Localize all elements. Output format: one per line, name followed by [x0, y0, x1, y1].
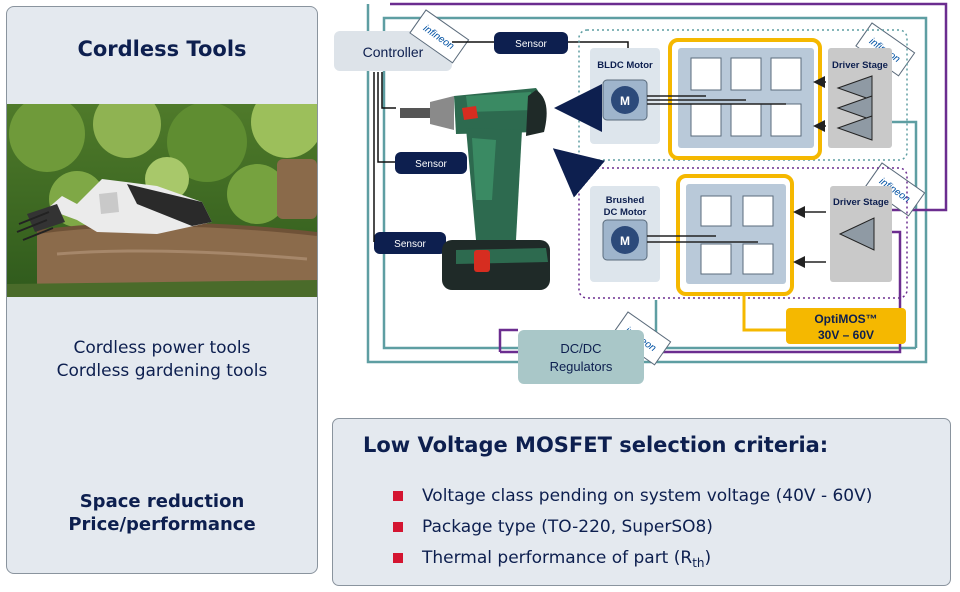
brushed-gate-arrows [793, 206, 826, 268]
criteria-bullet: Package type (TO-220, SuperSO8) [393, 512, 872, 543]
system-block-diagram: Controller infineon infineon infineon in… [334, 2, 948, 384]
sensor-bottom: Sensor [374, 232, 446, 254]
rth-subscript: th [692, 556, 705, 570]
svg-text:DC/DC: DC/DC [560, 341, 601, 356]
svg-text:M: M [620, 94, 630, 108]
cordless-tools-panel: Cordless Tools [6, 6, 318, 574]
bldc-driver-stage: Driver Stage [828, 48, 892, 148]
brushed-motor-box: Brushed DC Motor M [590, 186, 660, 282]
bldc-gate-arrows [813, 76, 826, 132]
applications-text: Cordless power tools Cordless gardening … [7, 337, 317, 383]
brushed-output-arrow [552, 148, 605, 198]
sensor-top: Sensor [494, 32, 568, 54]
svg-text:OptiMOS™: OptiMOS™ [814, 312, 877, 326]
svg-text:Driver Stage: Driver Stage [833, 197, 889, 208]
bullet-square-icon [393, 553, 403, 563]
optimos-connector [742, 294, 786, 332]
svg-text:30V – 60V: 30V – 60V [818, 328, 874, 342]
controller-label: Controller [363, 44, 424, 60]
svg-text:BLDC Motor: BLDC Motor [597, 60, 653, 71]
criteria-bullet: Thermal performance of part (Rth) [393, 543, 872, 575]
selection-title: Low Voltage MOSFET selection criteria: [363, 433, 829, 457]
criteria-bullet: Voltage class pending on system voltage … [393, 481, 872, 512]
hedge-trimmer-photo [7, 104, 317, 297]
brushed-mosfet-highlight [676, 174, 794, 296]
svg-text:Sensor: Sensor [415, 159, 447, 170]
bldc-motor-box: BLDC Motor M [590, 48, 660, 144]
svg-text:Regulators: Regulators [550, 359, 613, 374]
bullet-square-icon [393, 522, 403, 532]
selection-criteria-panel: Low Voltage MOSFET selection criteria: V… [332, 418, 951, 586]
svg-text:Brushed: Brushed [606, 195, 645, 206]
svg-text:Sensor: Sensor [515, 39, 547, 50]
svg-text:Sensor: Sensor [394, 239, 426, 250]
optimos-badge: OptiMOS™ 30V – 60V [786, 308, 906, 344]
key-criteria: Space reduction Price/performance [7, 490, 317, 536]
criteria-item: Space reduction [79, 491, 245, 512]
cordless-drill-image [400, 88, 550, 290]
svg-text:DC Motor: DC Motor [604, 207, 647, 218]
svg-text:Driver Stage: Driver Stage [832, 60, 888, 71]
bldc-mosfet-highlight [668, 38, 822, 160]
dcdc-regulators-box: DC/DC Regulators [518, 330, 644, 384]
panel-title: Cordless Tools [77, 37, 247, 61]
brushed-driver-stage: Driver Stage [830, 186, 892, 282]
sensor-middle: Sensor [395, 152, 467, 174]
application-item: Cordless gardening tools [56, 361, 268, 381]
criteria-list: Voltage class pending on system voltage … [393, 481, 872, 575]
bldc-mosfet-bridge [647, 48, 814, 148]
brushed-mosfet-bridge [647, 184, 786, 284]
application-item: Cordless power tools [73, 338, 251, 358]
bullet-square-icon [393, 491, 403, 501]
criteria-item: Price/performance [68, 514, 256, 535]
svg-text:M: M [620, 234, 630, 248]
